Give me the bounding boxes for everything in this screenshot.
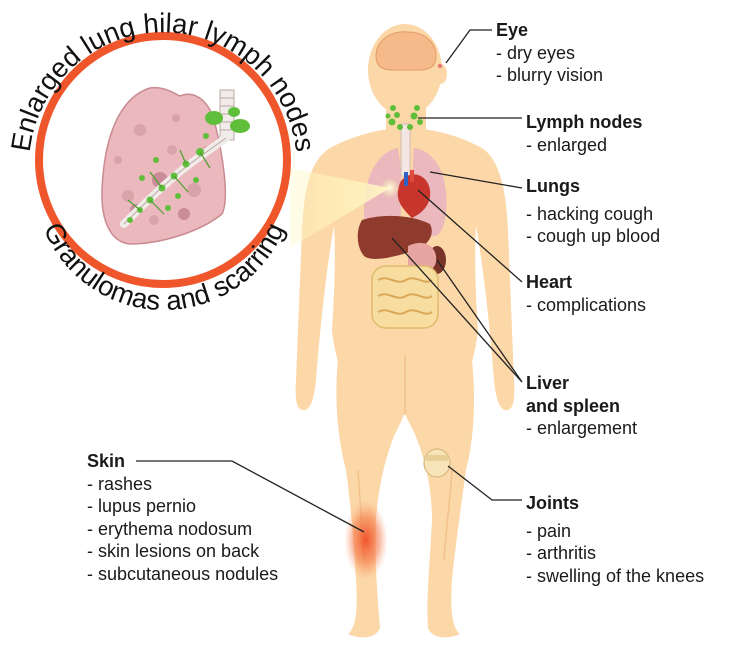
callout-eye-item: - dry eyes [496, 42, 603, 65]
callout-joints-title: Joints [526, 492, 704, 515]
callout-lymph-nodes: Lymph nodes - enlarged [526, 111, 642, 156]
callout-skin-title: Skin [87, 450, 278, 473]
leader-eye [446, 30, 492, 63]
callout-spleen-title: and spleen [526, 395, 637, 418]
callout-joints-item: - swelling of the knees [526, 565, 704, 588]
callout-lungs-item: - cough up blood [526, 225, 660, 248]
callout-joints-item: - pain [526, 520, 704, 543]
callout-heart-item: - complications [526, 294, 646, 317]
callout-skin-item: - lupus pernio [87, 495, 278, 518]
eye-marker [438, 64, 442, 68]
callout-skin: Skin - rashes - lupus pernio - erythema … [87, 450, 278, 585]
callout-skin-item: - rashes [87, 473, 278, 496]
callout-heart: Heart - complications [526, 271, 646, 316]
callout-heart-title: Heart [526, 271, 646, 294]
callout-skin-item: - subcutaneous nodules [87, 563, 278, 586]
callout-lymph-item: - enlarged [526, 134, 642, 157]
skin-rash [344, 500, 388, 580]
callout-eye-title: Eye [496, 19, 603, 42]
brain [376, 32, 436, 70]
callout-skin-item: - erythema nodosum [87, 518, 278, 541]
callout-joints: Joints - pain - arthritis - swelling of … [526, 492, 704, 587]
callout-lungs-item: - hacking cough [526, 203, 660, 226]
callout-eye: Eye - dry eyes - blurry vision [496, 19, 603, 87]
human-body [296, 24, 515, 637]
knee-joint [424, 449, 450, 477]
callout-liver-item: - enlargement [526, 417, 637, 440]
callout-liver-spleen: Liver and spleen - enlargement [526, 372, 637, 440]
callout-lungs-title: Lungs [526, 175, 660, 198]
callout-liver-title: Liver [526, 372, 637, 395]
callout-lungs: Lungs - hacking cough - cough up blood [526, 175, 660, 248]
callout-skin-item: - skin lesions on back [87, 540, 278, 563]
intestines [372, 266, 438, 328]
callout-eye-item: - blurry vision [496, 64, 603, 87]
spotlight-origin [380, 178, 400, 198]
trachea [401, 124, 410, 176]
callout-lymph-title: Lymph nodes [526, 111, 642, 134]
callout-joints-item: - arthritis [526, 542, 704, 565]
